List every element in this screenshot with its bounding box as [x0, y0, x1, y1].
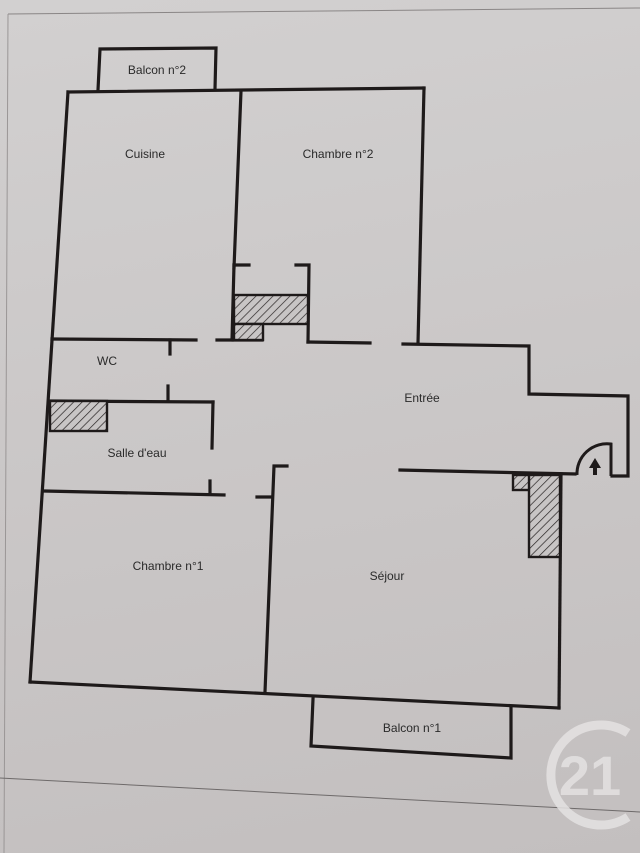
room-label-balcon1: Balcon n°1	[382, 721, 442, 735]
room-label-salle-deau: Salle d'eau	[107, 446, 167, 460]
svg-text:21: 21	[559, 744, 621, 807]
room-label-cuisine: Cuisine	[124, 147, 166, 161]
entrance-arrow-icon	[589, 458, 601, 475]
room-label-wc: WC	[97, 354, 117, 368]
room-label-sejour: Séjour	[369, 569, 405, 583]
room-label-balcon2: Balcon n°2	[127, 63, 187, 77]
room-label-chambre1: Chambre n°1	[132, 559, 204, 573]
room-label-entree: Entrée	[404, 391, 440, 405]
room-label-chambre2: Chambre n°2	[302, 147, 374, 161]
duct-hatch	[232, 293, 310, 326]
balcon2-walls	[96, 46, 218, 92]
century21-logo-icon: 21	[546, 720, 631, 830]
